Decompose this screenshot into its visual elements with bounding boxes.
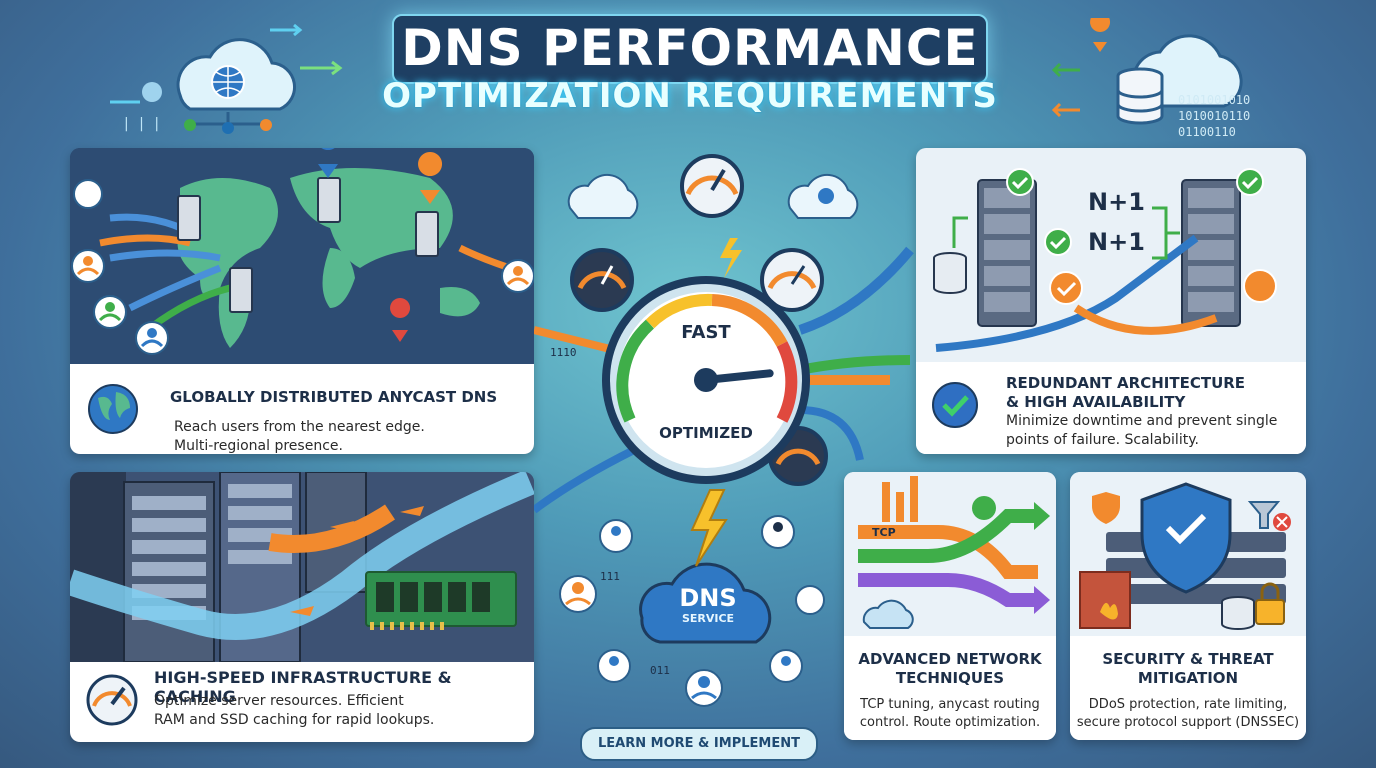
server-icon	[177, 195, 201, 241]
infra-panel: HIGH-SPEED INFRASTRUCTURE & CACHING Opti…	[70, 472, 534, 742]
anycast-caption: GLOBALLY DISTRIBUTED ANYCAST DNS Reach u…	[70, 364, 534, 454]
cloud-sync-icon	[567, 173, 639, 219]
redundant-panel: N+1 N+1 REDUNDANT ARCHITECTURE & HIGH AV…	[916, 148, 1306, 454]
binary-bottom-2: 111	[600, 570, 620, 583]
redundant-title: REDUNDANT ARCHITECTURE & HIGH AVAILABILI…	[1006, 374, 1246, 411]
datacenter-illustration	[70, 472, 534, 662]
n-plus-one-label-b: N+1	[1088, 228, 1145, 256]
gauge-bottom-label: OPTIMIZED	[659, 424, 753, 442]
globe-icon	[88, 384, 138, 434]
anycast-desc: Reach users from the nearest edge. Multi…	[174, 419, 425, 454]
infra-desc: Optimize server resources. Efficient RAM…	[154, 693, 435, 728]
server-stack-right	[1181, 179, 1241, 327]
cloud-network-icon	[110, 23, 343, 134]
title-banner	[392, 14, 988, 84]
world-map-illustration	[70, 148, 534, 364]
binary-bottom: 011	[650, 664, 670, 677]
page-subtitle: OPTIMIZATION REQUIREMENTS	[382, 76, 998, 116]
route-optimization-illustration	[844, 472, 1056, 636]
security-illustration	[1070, 472, 1306, 636]
binary-decor-left: | | |	[124, 116, 163, 132]
dns-cloud-label: DNS	[679, 584, 737, 612]
n-plus-one-label-a: N+1	[1088, 188, 1145, 216]
network-panel: TCP ADVANCED NETWORK TECHNIQUES TCP tuni…	[844, 472, 1056, 740]
gauge-top-label: FAST	[681, 322, 731, 343]
dns-cloud-icon	[639, 562, 772, 644]
globe-user-icon	[73, 179, 103, 209]
check-circle-icon	[932, 382, 978, 428]
page-title: DNS PERFORMANCE	[401, 19, 979, 77]
dns-cloud-sublabel: SERVICE	[681, 612, 735, 625]
cloud-database-icon	[1051, 18, 1243, 125]
binary-decor-right: 0101001010 1010010110 01100110	[1178, 93, 1251, 139]
network-caption: ADVANCED NETWORK TECHNIQUES TCP tuning, …	[844, 636, 1056, 740]
learn-more-button[interactable]: LEARN MORE & IMPLEMENT	[580, 727, 818, 761]
infra-title: HIGH-SPEED INFRASTRUCTURE & CACHING	[154, 668, 452, 706]
main-speed-gauge	[602, 276, 810, 484]
tcp-label: TCP	[872, 526, 896, 539]
anycast-title: GLOBALLY DISTRIBUTED ANYCAST DNS	[170, 388, 498, 406]
security-desc: DDoS protection, rate limiting, secure p…	[1076, 697, 1300, 730]
network-desc: TCP tuning, anycast routing control. Rou…	[859, 697, 1041, 730]
server-stack-left	[977, 179, 1037, 327]
lock-icon	[1255, 599, 1285, 625]
redundant-desc: Minimize downtime and prevent single poi…	[1006, 413, 1278, 448]
infra-caption: HIGH-SPEED INFRASTRUCTURE & CACHING Opti…	[70, 662, 534, 742]
binary-left: 1110	[550, 346, 577, 359]
server-stack-illustration	[933, 168, 1277, 352]
small-gauge-icon	[680, 154, 744, 218]
redundant-caption: REDUNDANT ARCHITECTURE & HIGH AVAILABILI…	[916, 362, 1306, 454]
speedometer-icon	[86, 674, 138, 726]
lightning-icon	[690, 489, 728, 567]
network-title: ADVANCED NETWORK TECHNIQUES	[858, 650, 1042, 687]
security-caption: SECURITY & THREAT MITIGATION DDoS protec…	[1070, 636, 1306, 740]
anycast-panel: GLOBALLY DISTRIBUTED ANYCAST DNS Reach u…	[70, 148, 534, 454]
security-panel: SECURITY & THREAT MITIGATION DDoS protec…	[1070, 472, 1306, 740]
center-flow-illustration	[534, 154, 914, 707]
firewall-icon	[1079, 571, 1131, 629]
security-title: SECURITY & THREAT MITIGATION	[1102, 650, 1274, 687]
